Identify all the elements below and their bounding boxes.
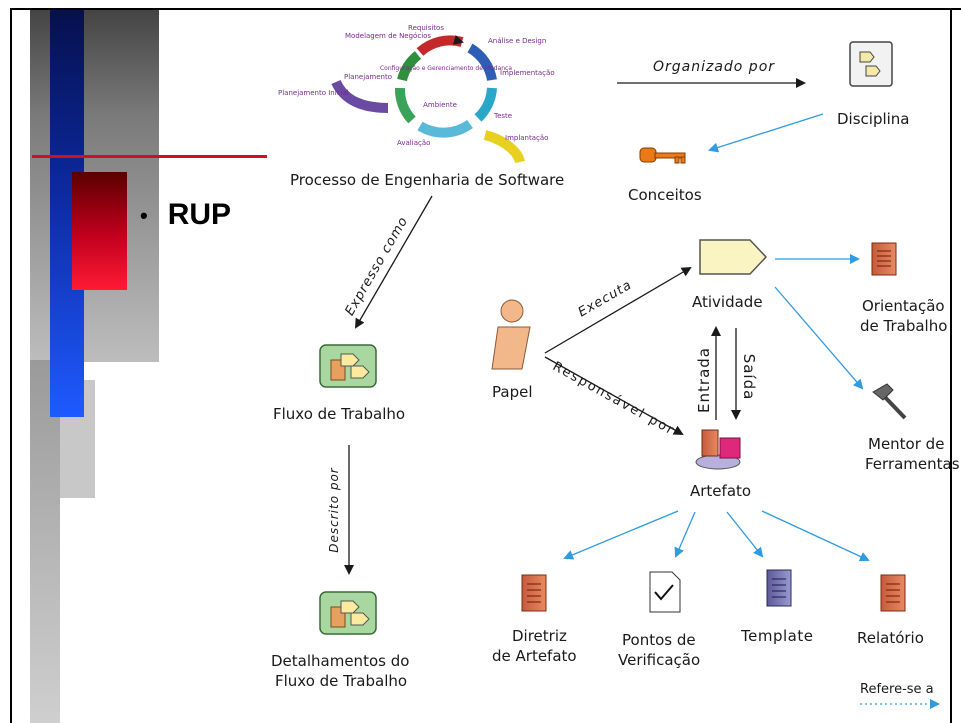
- arrow-artefato-pontos: [674, 511, 696, 558]
- cycle-phase-ambiente: Ambiente: [423, 101, 457, 109]
- atividade-icon: [699, 239, 768, 275]
- edge-label-executa: Executa: [576, 278, 635, 321]
- node-orientacao-2: de Trabalho: [860, 317, 948, 335]
- checklist-icon: [649, 571, 681, 613]
- bullet-rup: •RUP: [140, 198, 232, 231]
- node-atividade: Atividade: [692, 293, 763, 311]
- process-cycle: Requisitos Análise e Design Implementaçã…: [278, 24, 555, 164]
- edge-label-saida: Saída: [740, 354, 758, 401]
- cycle-phase-avaliacao: Avaliação: [397, 139, 430, 147]
- cycle-phase-planejamento: Planejamento: [344, 73, 392, 81]
- node-pontos-1: Pontos de: [622, 631, 696, 649]
- node-diretriz-2: de Artefato: [492, 647, 577, 665]
- fluxo-trabalho-icon: [319, 344, 377, 388]
- node-artefato: Artefato: [690, 482, 752, 500]
- cycle-phase-teste: Teste: [493, 112, 512, 120]
- deco-bar-red: [72, 172, 127, 290]
- node-disciplina: Disciplina: [837, 110, 910, 128]
- node-relatorio: Relatório: [857, 629, 924, 647]
- diretriz-doc-icon: [521, 574, 547, 612]
- arrow-responsavel: [544, 356, 684, 435]
- papel-person-icon: [491, 299, 531, 370]
- artefato-icon: [695, 429, 741, 470]
- cycle-phase-implantacao: Implantação: [505, 134, 548, 142]
- node-template: Template: [741, 627, 814, 645]
- edge-label-responsavel: Responsável por: [550, 359, 677, 439]
- node-mentor-1: Mentor de: [868, 435, 945, 453]
- key-icon: [639, 147, 686, 164]
- deco-red-line: [32, 155, 267, 158]
- arrow-disciplina-conceitos: [708, 113, 824, 153]
- cycle-phase-implementacao: Implementação: [500, 69, 555, 77]
- cycle-phase-requisitos: Requisitos: [408, 24, 444, 32]
- deco-bar-gray-long: [30, 360, 60, 723]
- disciplina-icon: [849, 41, 893, 87]
- arrow-expresso: [354, 195, 433, 329]
- node-mentor-2: Ferramentas: [865, 455, 960, 473]
- edge-label-expresso: Expresso como: [343, 214, 412, 318]
- arrow-artefato-relatorio: [761, 510, 870, 562]
- template-doc-icon: [766, 569, 792, 607]
- node-orientacao-1: Orientação: [862, 297, 945, 315]
- legend-refere-se-a: Refere-se a: [860, 682, 934, 697]
- cycle-phase-modelagem: Modelagem de Negócios: [345, 32, 431, 40]
- node-fluxo: Fluxo de Trabalho: [273, 405, 406, 423]
- arrow-artefato-template: [726, 511, 764, 558]
- arrow-atividade-mentor: [774, 286, 864, 390]
- cycle-phase-analise: Análise e Design: [488, 37, 546, 45]
- node-processo: Processo de Engenharia de Software: [290, 171, 565, 189]
- node-conceitos: Conceitos: [628, 186, 702, 204]
- edge-label-descrito: Descrito por: [327, 467, 341, 553]
- detalhamentos-icon: [319, 591, 377, 635]
- arrow-artefato-diretriz: [563, 510, 679, 560]
- hammer-icon: [872, 383, 907, 420]
- node-detalhamentos-2: Fluxo de Trabalho: [275, 672, 408, 690]
- arrow-executa: [544, 266, 692, 354]
- orientacao-doc-icon: [871, 242, 897, 276]
- edge-label-organizado: Organizado por: [653, 59, 775, 75]
- node-diretriz-1: Diretriz: [512, 627, 567, 645]
- cycle-phase-configuracao: Configuração e Gerenciamento de Mudança: [380, 65, 512, 72]
- cycle-phase-planejamento-inicial: Planejamento Inicial: [278, 89, 349, 97]
- node-pontos-2: Verificação: [618, 651, 701, 669]
- relatorio-doc-icon: [880, 574, 906, 612]
- node-papel: Papel: [492, 383, 533, 401]
- node-detalhamentos-1: Detalhamentos do: [271, 652, 410, 670]
- edge-label-entrada: Entrada: [695, 347, 713, 413]
